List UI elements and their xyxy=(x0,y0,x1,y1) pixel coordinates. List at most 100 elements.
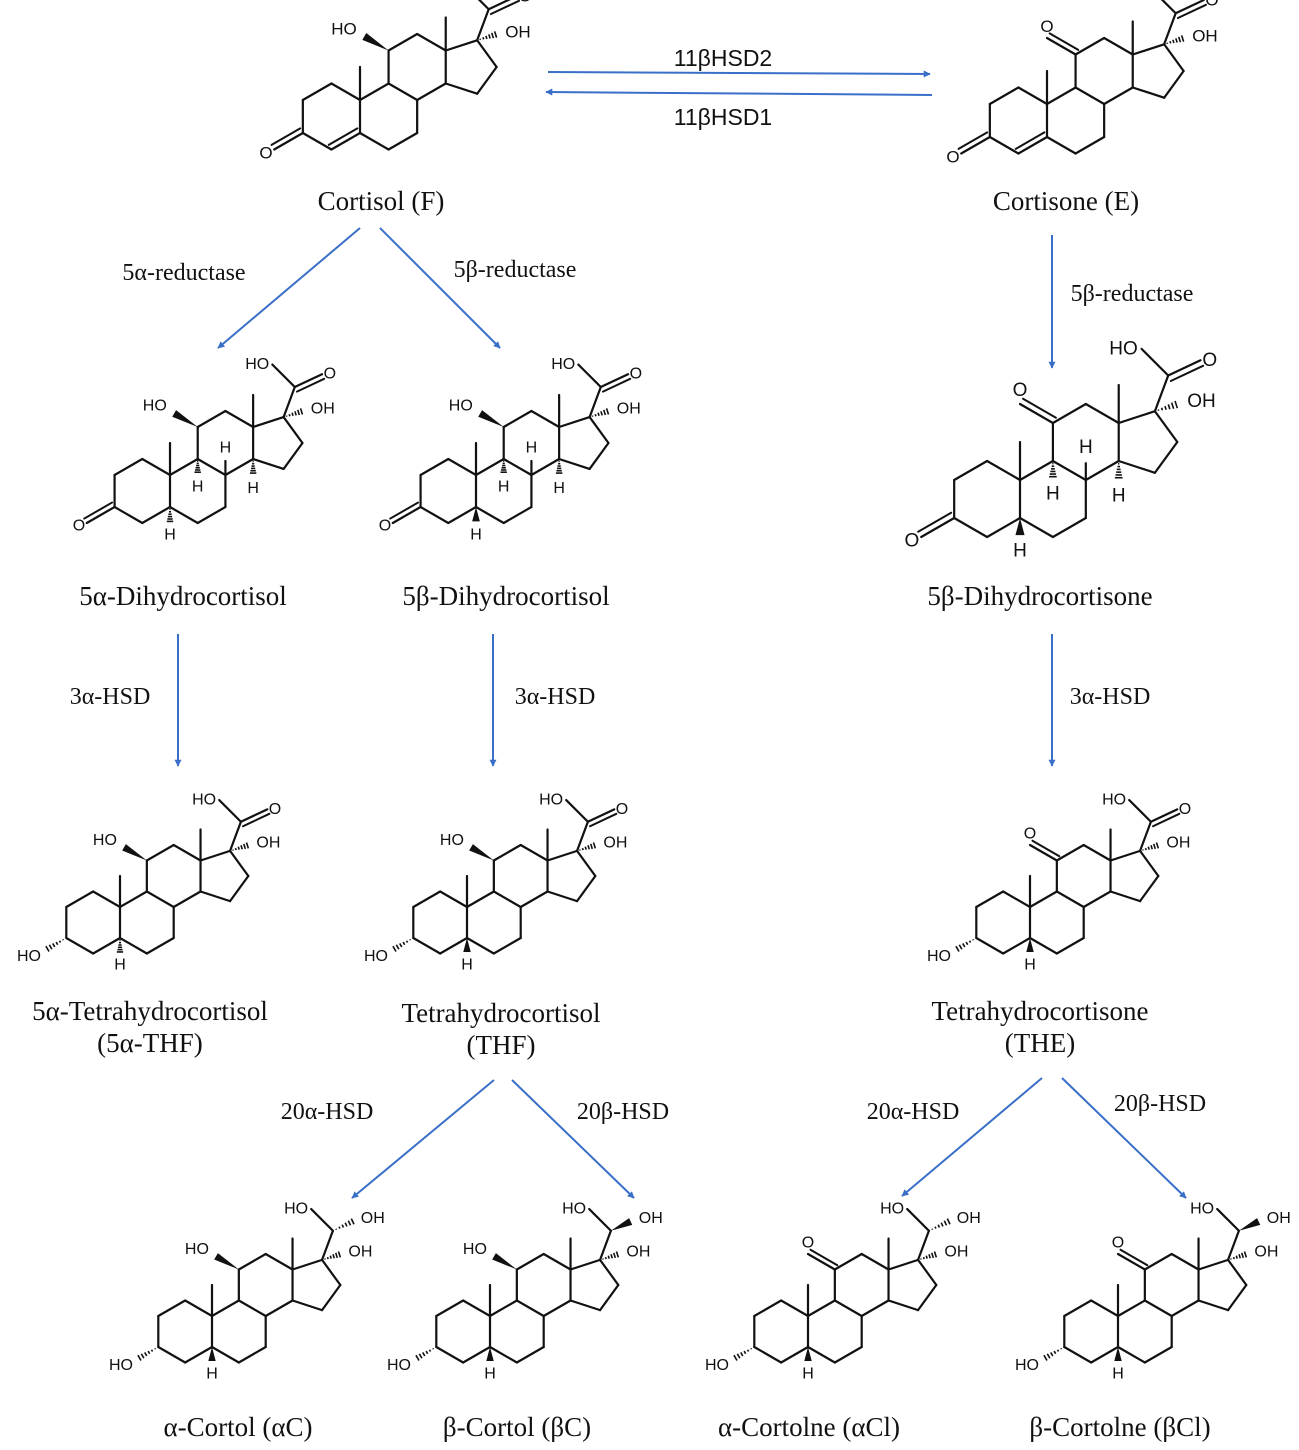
atom-label: H xyxy=(802,1365,814,1382)
atom-label: O xyxy=(616,801,628,818)
20b-hsd-left-label: 20β-HSD xyxy=(576,1099,670,1125)
arrow-20b-hsd-right xyxy=(1061,1077,1187,1199)
a-cortolone-label: α-Cortolne (αCl) xyxy=(717,1412,901,1442)
atom-label: OH xyxy=(1254,1244,1278,1261)
atom-label: H xyxy=(553,480,565,497)
cortisone-label: Cortisone (E) xyxy=(992,186,1140,216)
3a-hsd-middle-label: 3α-HSD xyxy=(514,684,596,710)
atom-label: HO xyxy=(463,1241,487,1258)
atom-label: O xyxy=(630,366,642,383)
tetrahydrocortisone-label: Tetrahydrocortisone (THE) xyxy=(931,996,1148,1060)
tetrahydrocortisol-label: Tetrahydrocortisol (THF) xyxy=(401,998,600,1062)
atom-label: O xyxy=(1205,0,1218,10)
5b-reductase-right-label: 5β-reductase xyxy=(1070,281,1194,307)
atom-label: HO xyxy=(1109,338,1138,359)
atom-label: HO xyxy=(927,948,951,965)
cortisol-label: Cortisol (F) xyxy=(317,186,445,216)
5a-dihydrocortisol-label: 5α-Dihydrocortisol xyxy=(79,581,287,611)
arrow-20a-hsd-right xyxy=(901,1077,1043,1197)
atom-label: H xyxy=(192,478,204,495)
11b-hsd1-label: 11βHSD1 xyxy=(673,104,773,130)
arrow-20b-hsd-left xyxy=(511,1079,635,1199)
atom-label: O xyxy=(1202,350,1217,371)
atom-label: O xyxy=(946,147,959,166)
atom-label: H xyxy=(461,956,473,973)
atom-label: OH xyxy=(603,835,627,852)
5b-reductase-left-label: 5β-reductase xyxy=(453,257,577,283)
atom-label: O xyxy=(1024,826,1036,843)
the-abbr: (THE) xyxy=(1004,1027,1076,1058)
a-cortol-label: α-Cortol (αC) xyxy=(163,1412,313,1442)
atom-label: O xyxy=(259,143,272,162)
atom-label: H xyxy=(470,526,482,543)
atom-label: HO xyxy=(143,398,167,415)
atom-label: HO xyxy=(192,792,216,809)
atom-label: O xyxy=(1112,1235,1124,1252)
atom-label: H xyxy=(164,526,176,543)
atom-label: HO xyxy=(185,1241,209,1258)
atom-label: HO xyxy=(245,356,269,373)
atom-label: OH xyxy=(311,401,335,418)
atom-label: H xyxy=(484,1365,496,1382)
atom-label: H xyxy=(114,956,126,973)
5a-thf-abbr: (5α-THF) xyxy=(97,1027,203,1058)
20a-hsd-left-label: 20α-HSD xyxy=(280,1099,374,1125)
atom-label: H xyxy=(1024,956,1036,973)
atom-label: H xyxy=(1046,484,1060,505)
atom-label: OH xyxy=(626,1244,650,1261)
atom-label: HO xyxy=(17,948,41,965)
atom-label: O xyxy=(324,366,336,383)
atom-label: H xyxy=(1112,1365,1124,1382)
5b-dihydrocortisone-label: 5β-Dihydrocortisone xyxy=(927,581,1153,611)
5a-reductase-label: 5α-reductase xyxy=(122,260,246,286)
atom-label: HO xyxy=(562,1201,586,1218)
atom-label: OH xyxy=(957,1210,981,1227)
atom-label: H xyxy=(1013,541,1027,562)
atom-label: O xyxy=(379,518,391,535)
the-name: Tetrahydrocortisone xyxy=(931,996,1149,1026)
atom-label: O xyxy=(1179,801,1191,818)
atom-label: O xyxy=(905,530,920,551)
atom-label: OH xyxy=(1267,1210,1291,1227)
atom-label: O xyxy=(802,1235,814,1252)
atom-label: HO xyxy=(387,1357,411,1374)
arrow-20a-hsd-left xyxy=(351,1079,495,1199)
atom-label: OH xyxy=(1187,391,1216,412)
arrow-5a-reductase xyxy=(217,227,361,349)
atom-label: HO xyxy=(1015,1357,1039,1374)
atom-label: O xyxy=(73,518,85,535)
atom-label: OH xyxy=(505,23,531,42)
atom-label: H xyxy=(498,478,510,495)
3a-hsd-left-label: 3α-HSD xyxy=(69,684,151,710)
atom-label: OH xyxy=(361,1210,385,1227)
atom-label: HO xyxy=(551,356,575,373)
atom-label: O xyxy=(1013,380,1028,401)
atom-label: OH xyxy=(1192,27,1218,46)
arrow-5b-reductase-left xyxy=(379,227,501,349)
20b-hsd-right-label: 20β-HSD xyxy=(1113,1091,1207,1117)
atom-label: HO xyxy=(331,20,357,39)
atom-label: OH xyxy=(617,401,641,418)
atom-label: OH xyxy=(944,1244,968,1261)
atom-label: HO xyxy=(364,948,388,965)
atom-label: HO xyxy=(1102,792,1126,809)
atom-label: HO xyxy=(440,832,464,849)
20a-hsd-right-label: 20α-HSD xyxy=(866,1099,960,1125)
atom-label: OH xyxy=(348,1244,372,1261)
b-cortolone-label: β-Cortolne (βCl) xyxy=(1029,1412,1211,1442)
atom-label: HO xyxy=(449,398,473,415)
atom-label: H xyxy=(1112,485,1126,506)
atom-label: HO xyxy=(539,792,563,809)
3a-hsd-right-label: 3α-HSD xyxy=(1069,684,1151,710)
